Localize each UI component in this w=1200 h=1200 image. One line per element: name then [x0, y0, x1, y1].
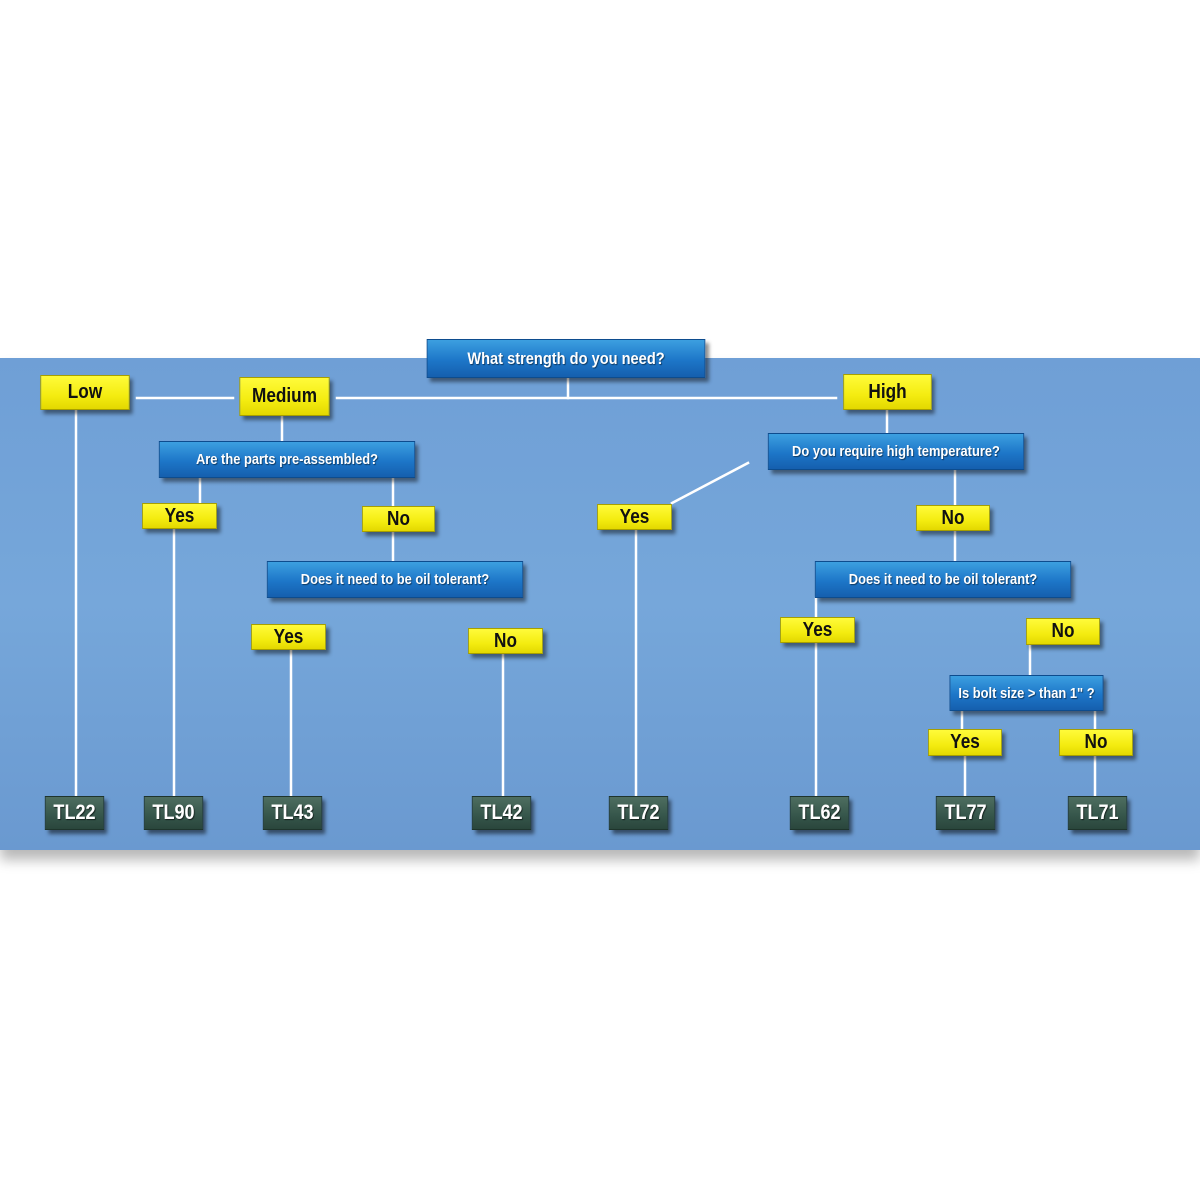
answer-oil-high-yes: Yes [780, 617, 855, 643]
answer-low: Low [40, 375, 130, 410]
question-high-temperature: Do you require high temperature? [767, 433, 1025, 470]
question-strength: What strength do you need? [426, 339, 706, 378]
product-tl42: TL42 [471, 796, 532, 830]
answer-oil-medium-yes: Yes [251, 624, 326, 650]
answer-bolt-yes: Yes [928, 729, 1002, 756]
answer-medium: Medium [239, 377, 330, 416]
product-tl43: TL43 [262, 796, 323, 830]
question-bolt-size: Is bolt size > than 1" ? [949, 675, 1104, 711]
product-tl22: TL22 [44, 796, 105, 830]
answer-bolt-no: No [1059, 729, 1133, 756]
answer-hightemp-no: No [916, 505, 990, 531]
answer-preassembled-yes: Yes [142, 503, 217, 529]
product-tl62: TL62 [789, 796, 850, 830]
question-oil-tolerant-medium: Does it need to be oil tolerant? [266, 561, 524, 598]
product-tl72: TL72 [608, 796, 669, 830]
answer-oil-high-no: No [1026, 618, 1100, 645]
product-tl71: TL71 [1067, 796, 1128, 830]
answer-oil-medium-no: No [468, 628, 543, 654]
answer-hightemp-yes: Yes [597, 504, 672, 530]
answer-preassembled-no: No [361, 506, 436, 532]
answer-high: High [843, 374, 932, 410]
question-oil-tolerant-high: Does it need to be oil tolerant? [814, 561, 1072, 598]
product-tl77: TL77 [935, 796, 996, 830]
flowchart-background [0, 358, 1200, 850]
question-pre-assembled: Are the parts pre-assembled? [158, 441, 416, 478]
product-tl90: TL90 [143, 796, 204, 830]
